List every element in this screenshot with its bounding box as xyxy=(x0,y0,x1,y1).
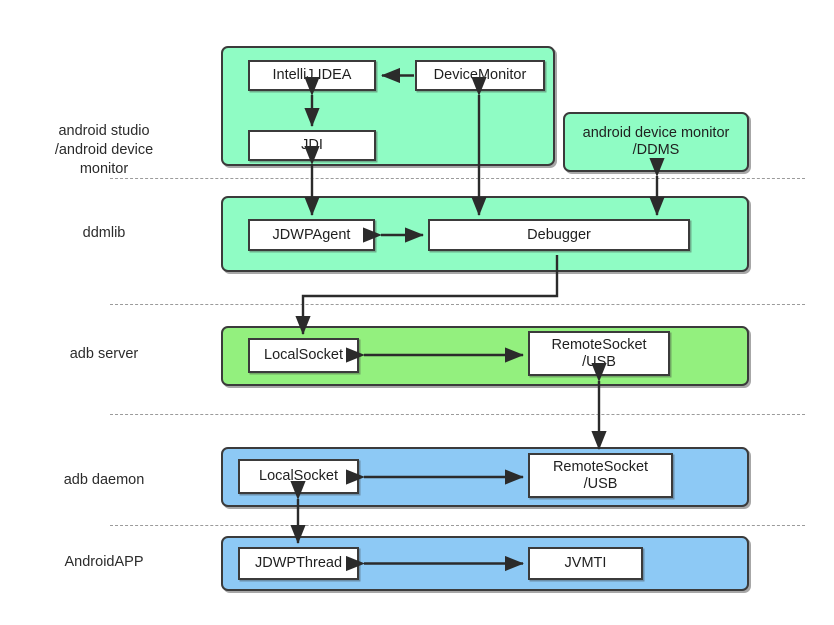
node-adb-server-remote-socket[interactable]: RemoteSocket /USB xyxy=(528,331,670,376)
layer-label-ddmlib: ddmlib xyxy=(82,225,126,241)
node-debugger[interactable]: Debugger xyxy=(428,219,690,251)
layer-divider-3 xyxy=(110,414,805,415)
layer-label-adb-server: adb server xyxy=(69,346,139,362)
node-jdwp-agent[interactable]: JDWPAgent xyxy=(248,219,375,251)
layer-divider-4 xyxy=(110,525,805,526)
node-jdwp-thread[interactable]: JDWPThread xyxy=(238,547,359,580)
layer-divider-2 xyxy=(110,304,805,305)
node-adb-daemon-remote-socket[interactable]: RemoteSocket /USB xyxy=(528,453,673,498)
layer-label-adb-daemon: adb daemon xyxy=(63,472,145,488)
node-device-monitor[interactable]: DeviceMonitor xyxy=(415,60,545,91)
node-adb-daemon-local-socket[interactable]: LocalSocket xyxy=(238,459,359,494)
node-adb-server-local-socket[interactable]: LocalSocket xyxy=(248,338,359,373)
node-intellij-idea[interactable]: IntelliJ IDEA xyxy=(248,60,376,91)
layer-label-android-studio: android studio /android device monitor xyxy=(54,123,154,177)
node-android-device-monitor-ddms-label: android device monitor /DDMS xyxy=(582,125,730,158)
node-jvmti[interactable]: JVMTI xyxy=(528,547,643,580)
node-jdi[interactable]: JDI xyxy=(248,130,376,161)
layer-label-android-app: AndroidAPP xyxy=(64,554,144,570)
layer-divider-1 xyxy=(110,178,805,179)
